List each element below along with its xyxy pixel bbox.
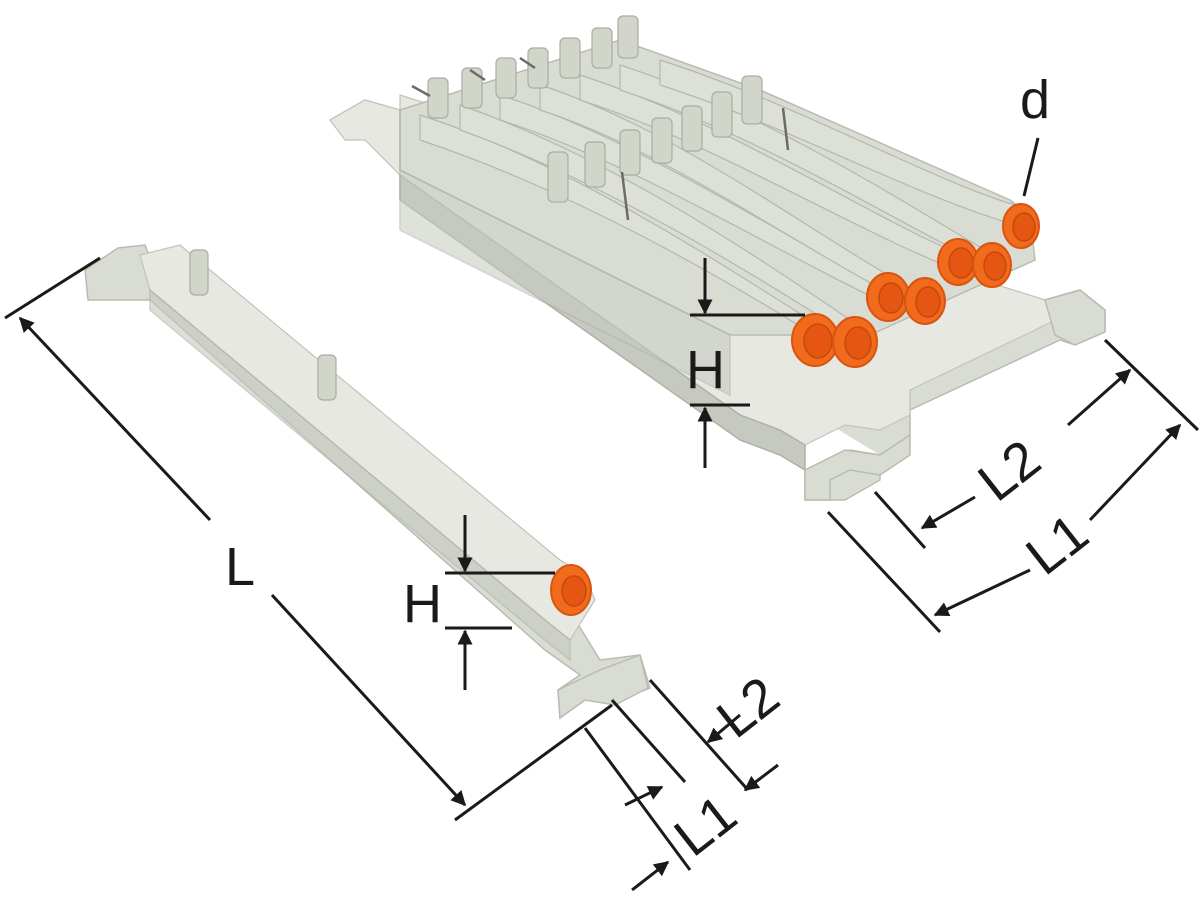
small-l-label: L (225, 537, 255, 597)
cap-1 (791, 313, 839, 367)
small-h-label: H (403, 574, 442, 634)
large-l2-ext-right (1103, 338, 1200, 432)
large-h-label: H (686, 340, 725, 400)
small-orange-cap (550, 564, 592, 616)
small-l1-arrow-left (631, 860, 670, 892)
cap-6 (972, 242, 1012, 288)
small-l2-ext-left (610, 699, 687, 783)
large-l1-label: L1 (1015, 502, 1099, 586)
large-posts (427, 15, 763, 203)
small-l2-arrow-inner (706, 713, 741, 744)
large-housing-front-wall (399, 110, 731, 397)
small-l1-label: L1 (663, 784, 747, 868)
d-leader-line (1022, 137, 1040, 197)
small-l2-label: L2 (706, 665, 790, 749)
large-l1-arrow-right (1088, 423, 1182, 522)
large-l2-arrow-left (920, 495, 976, 530)
large-l2-arrow-right (1067, 368, 1132, 427)
large-foot-front (804, 433, 911, 501)
small-l2-arrow-left (624, 785, 664, 807)
small-l-arrow-bottom (270, 593, 467, 807)
d-label: d (1020, 70, 1050, 130)
small-l-arrow-top (18, 316, 212, 522)
small-l-ext-bottom (454, 703, 613, 822)
small-housing (139, 244, 596, 641)
cap-5 (937, 238, 979, 286)
small-l1-ext-left (583, 727, 692, 871)
small-housing-side (149, 288, 571, 662)
large-manifold (329, 15, 1107, 501)
large-orange-caps (791, 203, 1040, 368)
large-foot-right (1044, 289, 1106, 346)
large-l2-label: L2 (967, 429, 1051, 513)
small-post-1 (189, 249, 209, 296)
cap-4 (904, 277, 946, 325)
large-l1-arrow-left (933, 568, 1031, 617)
cap-3 (866, 272, 910, 322)
large-l2-ext-left (873, 491, 927, 549)
small-l-ext-top (4, 256, 101, 320)
small-l2-arrow-right (743, 763, 779, 792)
large-l1-ext-left (826, 510, 942, 634)
small-post-2 (317, 354, 337, 401)
cap-2 (832, 316, 878, 368)
cap-7 (1002, 203, 1040, 249)
small-foot-front (557, 654, 649, 720)
large-screws (411, 56, 790, 221)
small-l2-ext-right (648, 679, 750, 791)
